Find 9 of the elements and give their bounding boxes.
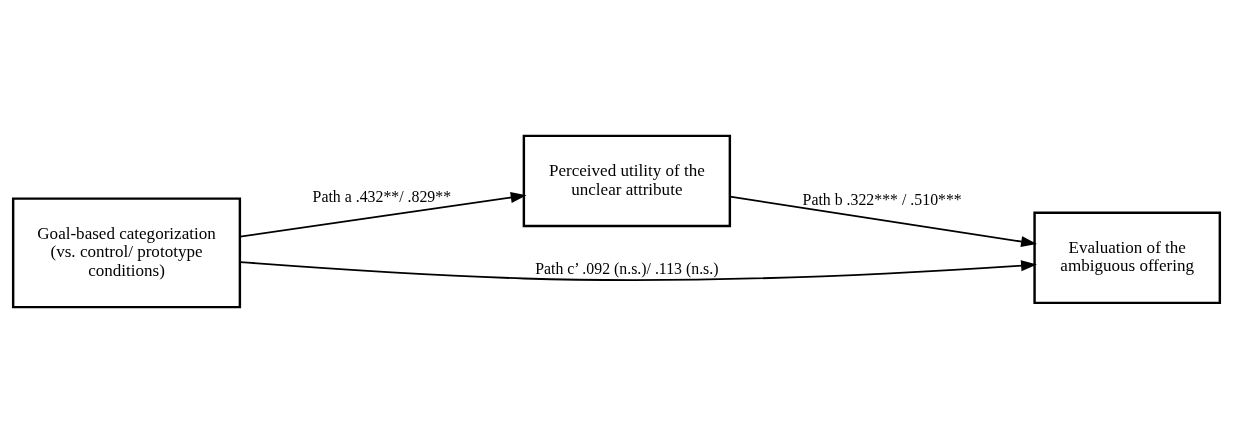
edge-label: Path c’ .092 (n.s.)/ .113 (n.s.)	[535, 260, 719, 278]
node-box: Evaluation of the ambiguous offering	[1033, 211, 1222, 305]
node-box: Perceived utility of the unclear attribute	[522, 134, 732, 228]
arrow	[239, 260, 1037, 281]
edge-label: Path b .322*** / .510***	[802, 190, 962, 208]
arrow	[239, 192, 527, 238]
arrow	[729, 195, 1037, 248]
edge-label: Path a .432**/ .829**	[312, 188, 452, 206]
node-box: Goal-based categorization (vs. control/ prototype conditions)	[11, 197, 242, 309]
